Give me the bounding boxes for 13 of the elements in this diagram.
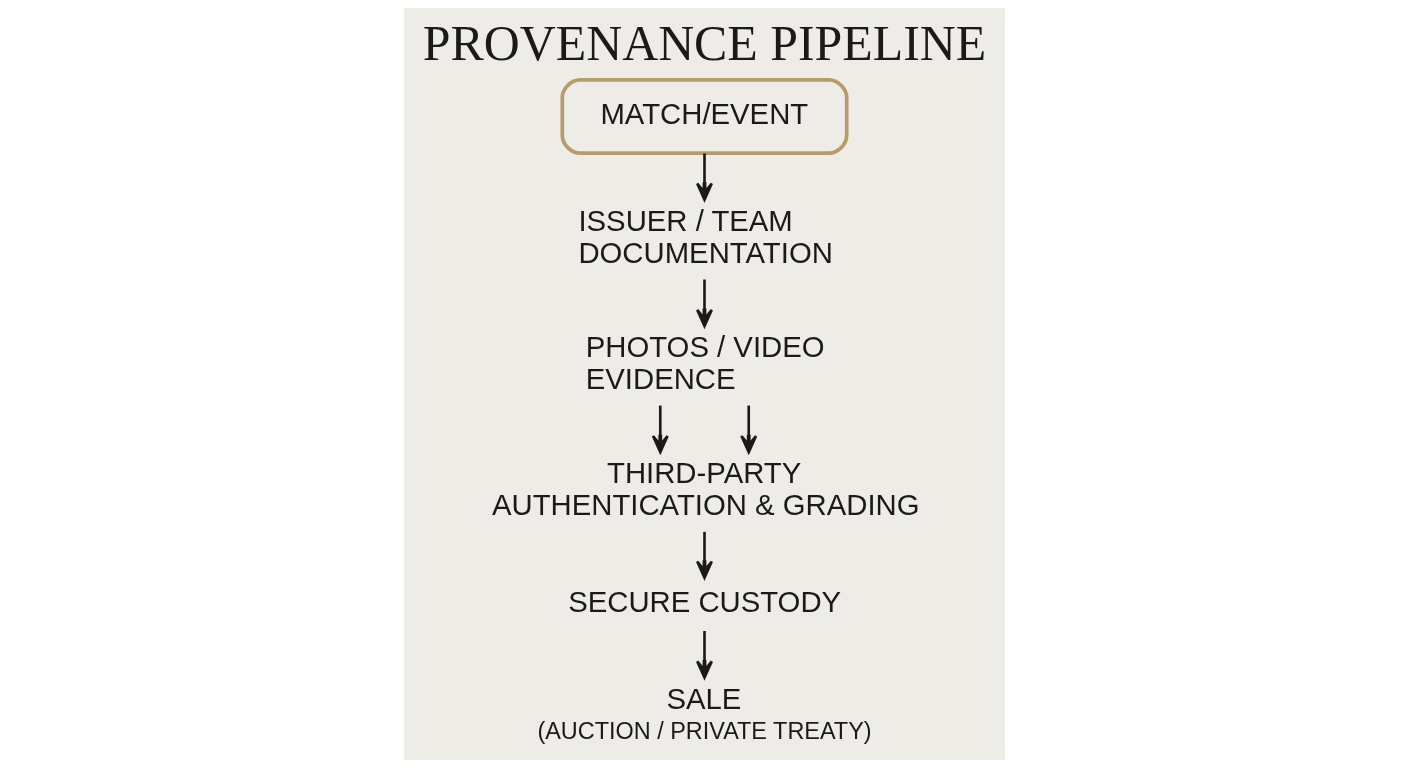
node-text: SALE (AUCTION / PRIVATE TREATY)	[536, 681, 872, 745]
node-text: SECURE CUSTODY	[567, 584, 841, 618]
node-text: PHOTOS / VIDEO EVIDENCE	[585, 329, 825, 396]
arrow	[739, 405, 757, 454]
arrow	[651, 405, 669, 454]
diagram-title: PROVENANCE PIPELINE	[422, 15, 986, 71]
arrow	[695, 279, 713, 328]
node-text: THIRD-PARTY AUTHENTICATION & GRADING	[491, 455, 919, 522]
node-box: MATCH/EVENT	[559, 78, 849, 155]
arrow	[695, 153, 713, 201]
node-text: ISSUER / TEAM DOCUMENTATION	[577, 203, 833, 270]
arrow	[695, 531, 713, 580]
arrow	[695, 631, 713, 679]
